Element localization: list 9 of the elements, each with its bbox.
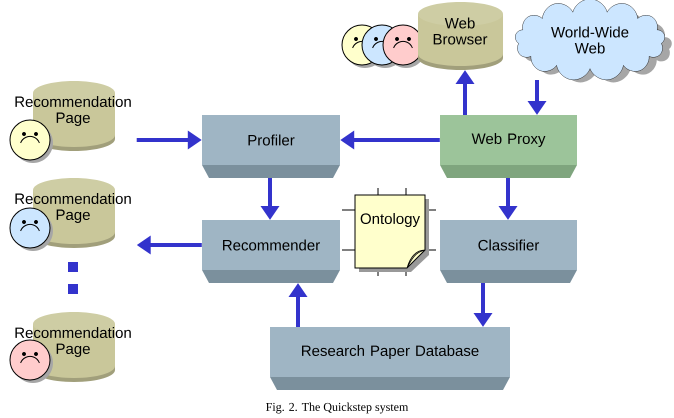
process-box: Web Proxy <box>440 115 577 178</box>
web-cloud: World-Wide Web <box>515 0 672 82</box>
process-box: Recommender <box>202 220 340 283</box>
process-box: Research Paper Database <box>270 327 510 390</box>
process-box: Profiler <box>202 115 340 178</box>
page-cylinder: Recommendation Page <box>15 81 131 151</box>
caption: Fig. 2. The Quickstep system <box>266 402 408 414</box>
process-box: Classifier <box>440 220 577 283</box>
browser-cylinder: Web Browser <box>418 2 503 70</box>
